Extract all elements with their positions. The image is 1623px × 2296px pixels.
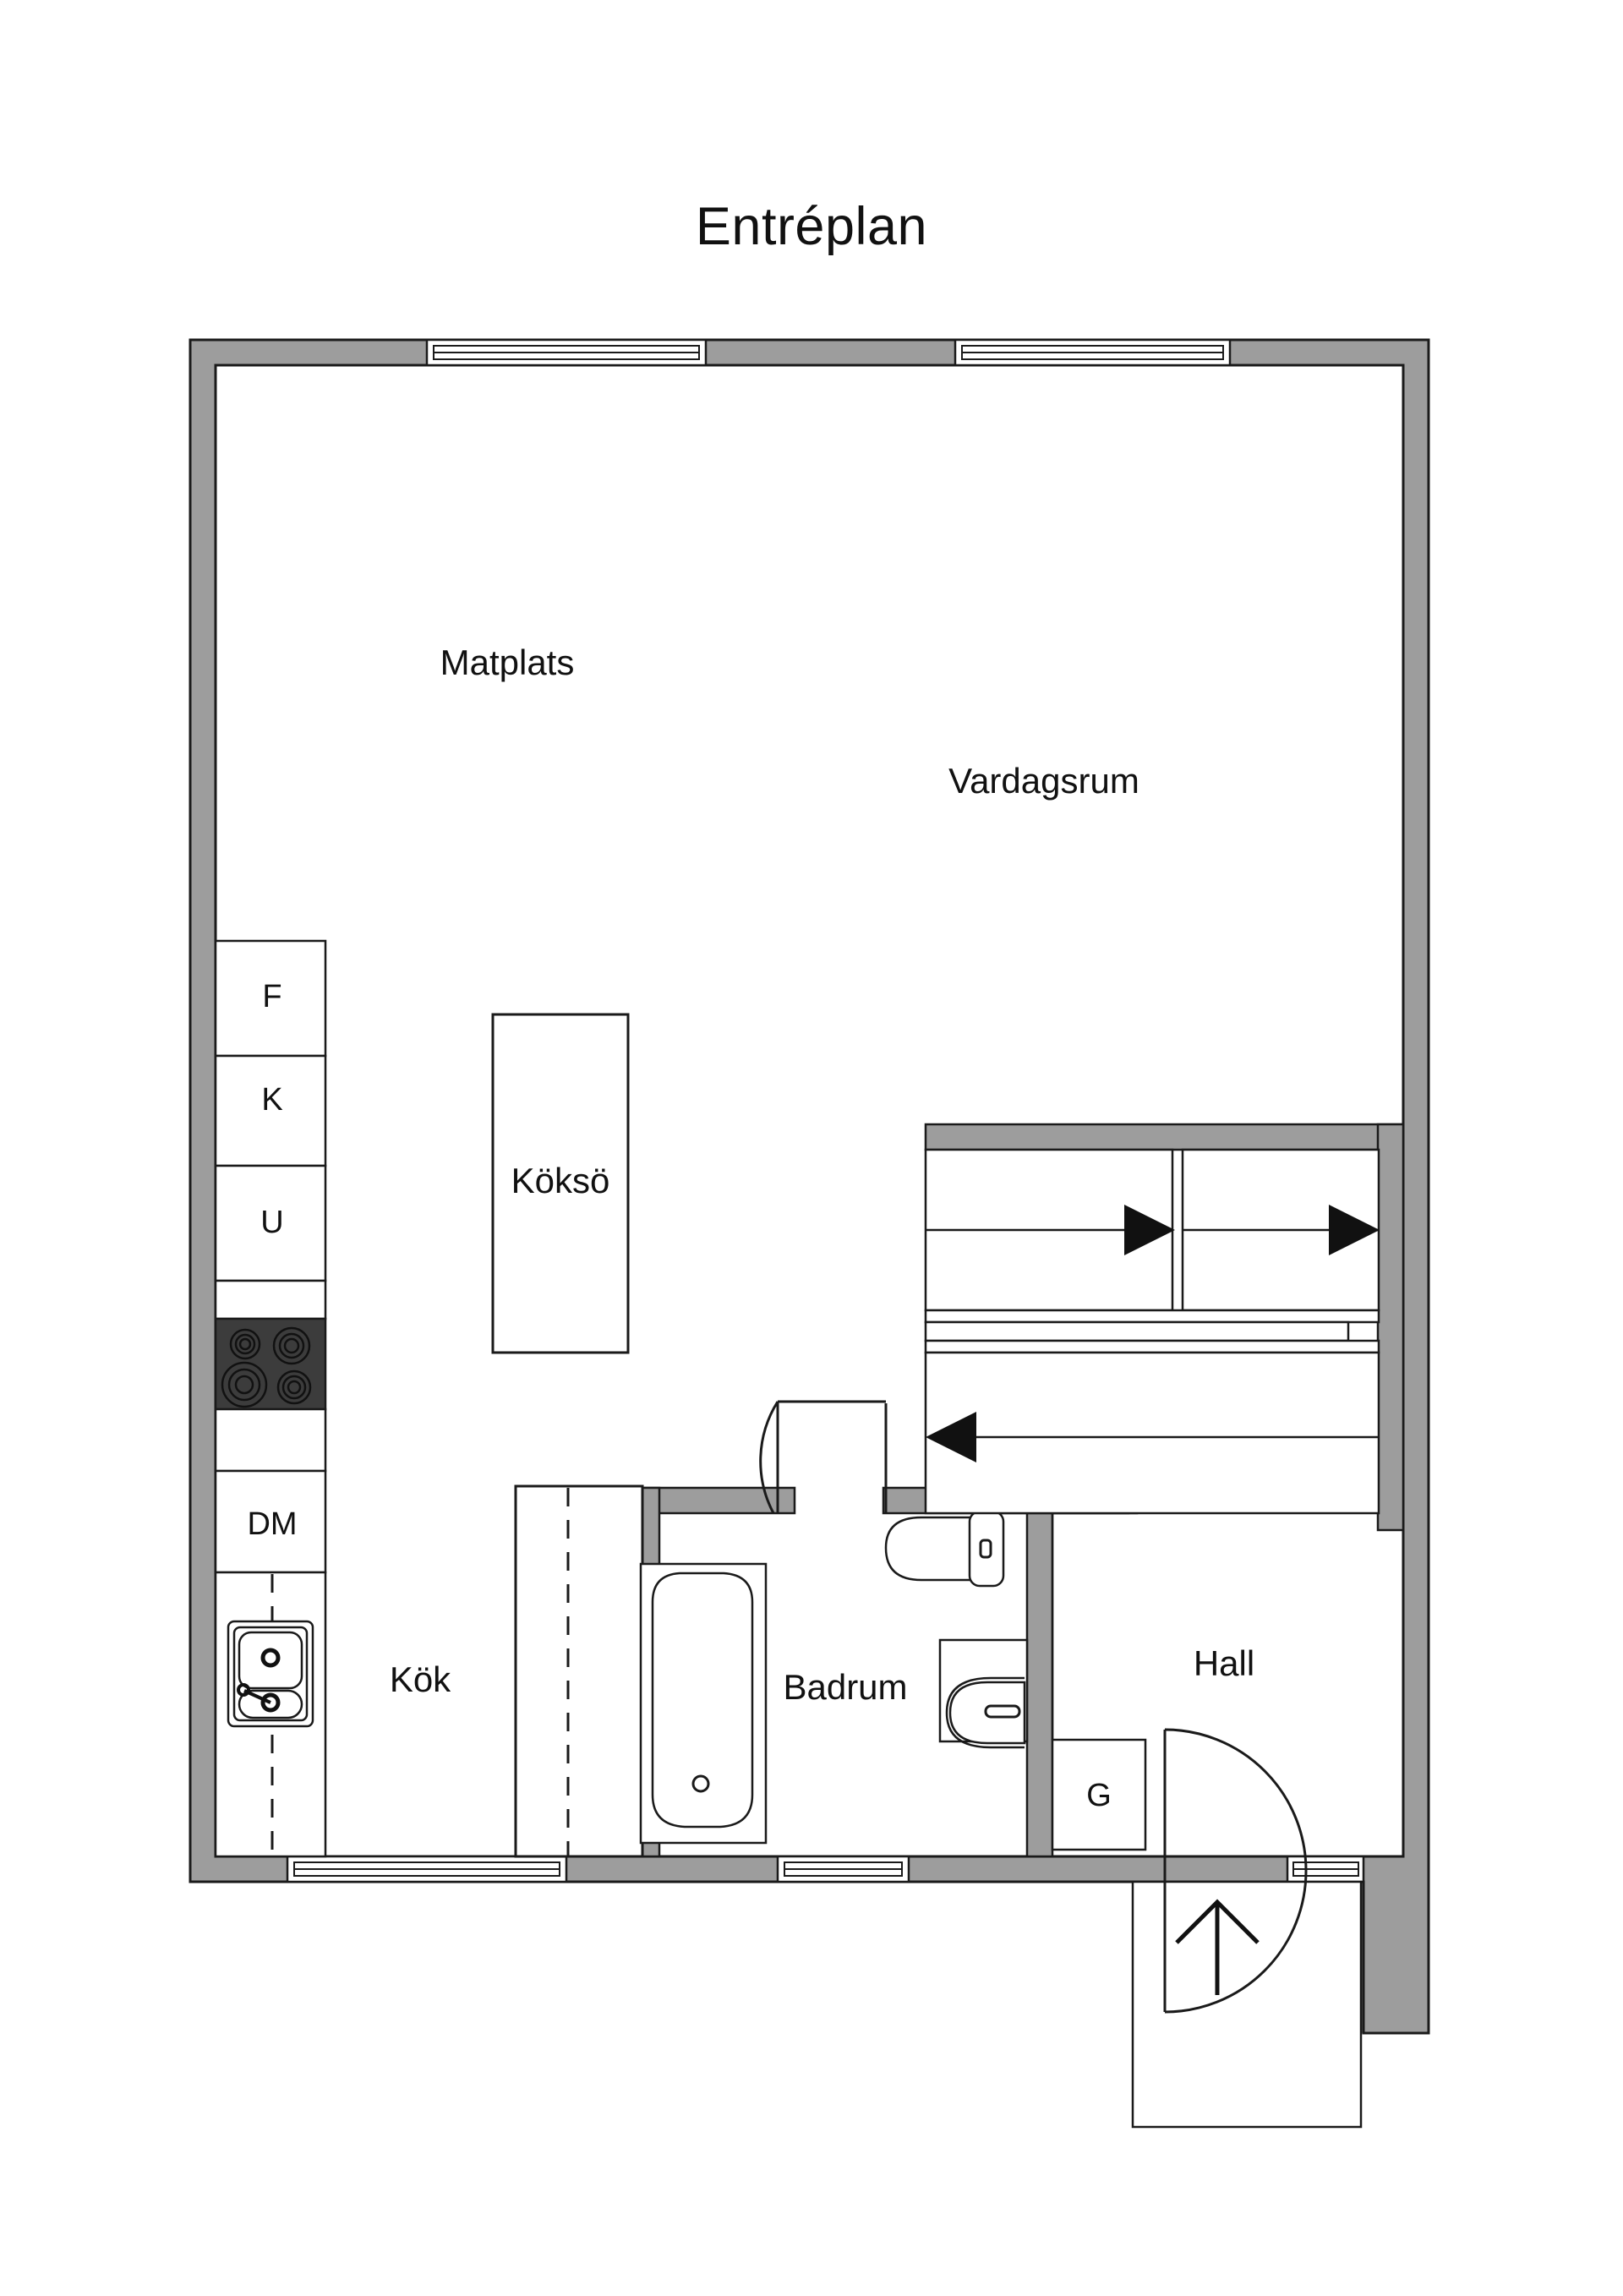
appliance-dishwasher-label: DM	[247, 1506, 297, 1542]
entry-direction-arrow-icon	[1175, 1899, 1260, 1995]
page-title: Entréplan	[695, 197, 928, 256]
room-label-matplats: Matplats	[440, 642, 575, 682]
appliance-kitchen-sink[interactable]	[227, 1620, 314, 1728]
window-top-left	[425, 338, 708, 367]
room-label-koekso: Köksö	[511, 1161, 610, 1200]
bathroom-door[interactable]	[759, 1400, 888, 1514]
appliance-fridge-label: F	[262, 979, 281, 1014]
counter-segment-mid	[214, 1408, 327, 1473]
appliance-stove[interactable]	[214, 1317, 327, 1411]
room-label-hall: Hall	[1194, 1643, 1254, 1683]
appliance-freezer[interactable]	[214, 1054, 327, 1167]
window-bottom-mid	[776, 1855, 910, 1883]
room-label-vardagsrum: Vardagsrum	[948, 761, 1139, 801]
wardrobe-label: G	[1086, 1778, 1112, 1813]
appliance-dishwasher[interactable]	[214, 1469, 327, 1574]
bathtub[interactable]	[639, 1562, 768, 1845]
kitchen-island	[491, 1013, 630, 1354]
room-label-badrum: Badrum	[783, 1667, 907, 1707]
window-top-right	[954, 338, 1232, 367]
toilet[interactable]	[884, 1510, 1005, 1588]
entry-door[interactable]	[1163, 1728, 1308, 2014]
appliance-oven[interactable]	[214, 1164, 327, 1282]
stair-arrow-down-icon	[926, 1412, 976, 1462]
counter-segment-upper	[214, 1279, 327, 1320]
appliance-oven-label: U	[260, 1205, 283, 1240]
entry-porch	[1131, 1880, 1363, 2129]
appliance-fridge[interactable]	[214, 939, 327, 1058]
kitchen-unit-column: F K U DM	[214, 939, 327, 1858]
washbasin[interactable]	[938, 1638, 1029, 1749]
room-label-koek: Kök	[390, 1659, 451, 1699]
stairs[interactable]	[924, 1148, 1380, 1515]
window-entry	[1286, 1855, 1365, 1883]
appliance-freezer-label: K	[261, 1082, 282, 1118]
window-bottom-left	[286, 1855, 568, 1883]
kitchen-faucet-icon	[237, 1648, 281, 1713]
stair-arrow-up-icon	[1124, 1205, 1380, 1255]
kitchen-counter-run	[514, 1484, 644, 1858]
wardrobe-closet[interactable]	[1051, 1738, 1147, 1851]
